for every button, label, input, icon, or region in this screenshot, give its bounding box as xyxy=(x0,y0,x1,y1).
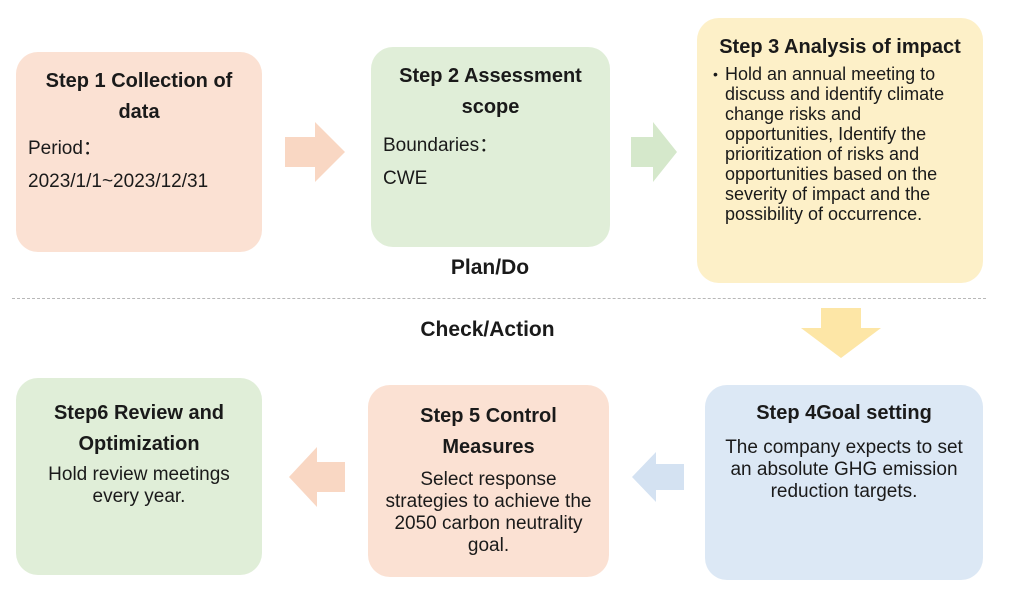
step-4-box: Step 4Goal setting The company expects t… xyxy=(705,385,983,580)
arrow-step4-to-step5 xyxy=(632,452,684,502)
phase-label-check-action: Check/Action xyxy=(420,318,555,341)
step-5-title: Step 5 Control Measures xyxy=(420,405,557,458)
step-4-text: The company expects to set an absolute G… xyxy=(725,437,963,502)
arrow-step4-to-step5-shape xyxy=(632,452,684,502)
phase-label-plan-do: Plan/Do xyxy=(450,256,530,279)
step-1-line-period: Period： xyxy=(28,138,102,159)
step-2-line-cwe: CWE xyxy=(383,168,428,189)
step-3-box: Step 3 Analysis of impact Hold an annual… xyxy=(697,18,983,283)
step-1-title: Step 1 Collection of data xyxy=(45,70,233,123)
arrow-step1-to-step2-shape xyxy=(285,122,345,182)
arrow-step2-to-step3-shape xyxy=(631,122,677,182)
arrow-step5-to-step6-shape xyxy=(289,447,345,507)
step-5-box: Step 5 Control Measures Select response … xyxy=(368,385,609,577)
step-6-title: Step6 Review and Optimization xyxy=(53,402,225,455)
step-2-body: Boundaries： CWE xyxy=(383,129,598,195)
step-3-bullet-list: Hold an annual meeting to discuss and id… xyxy=(711,64,969,224)
phase-divider xyxy=(12,298,986,299)
step-1-body: Period： 2023/1/1~2023/12/31 xyxy=(28,132,250,198)
step-3-bullet: Hold an annual meeting to discuss and id… xyxy=(713,64,969,224)
arrow-step1-to-step2 xyxy=(285,122,345,182)
arrow-step5-to-step6 xyxy=(289,447,345,507)
step-1-line-range: 2023/1/1~2023/12/31 xyxy=(28,171,209,192)
arrow-step2-to-step3 xyxy=(631,122,677,182)
arrow-step3-to-step4-shape xyxy=(801,308,881,358)
step-2-box: Step 2 Assessment scope Boundaries： CWE xyxy=(371,47,610,247)
step-2-title: Step 2 Assessment scope xyxy=(399,65,582,118)
step-6-text: Hold review meetings every year. xyxy=(48,464,230,507)
step-5-text: Select response strategies to achieve th… xyxy=(385,469,592,556)
step-4-title: Step 4Goal setting xyxy=(756,402,932,424)
step-3-title: Step 3 Analysis of impact xyxy=(719,36,961,58)
step-1-box: Step 1 Collection of data Period： 2023/1… xyxy=(16,52,262,252)
step-2-line-boundaries: Boundaries： xyxy=(383,135,499,156)
arrow-step3-to-step4 xyxy=(801,308,881,358)
step-6-box: Step6 Review and Optimization Hold revie… xyxy=(16,378,262,575)
